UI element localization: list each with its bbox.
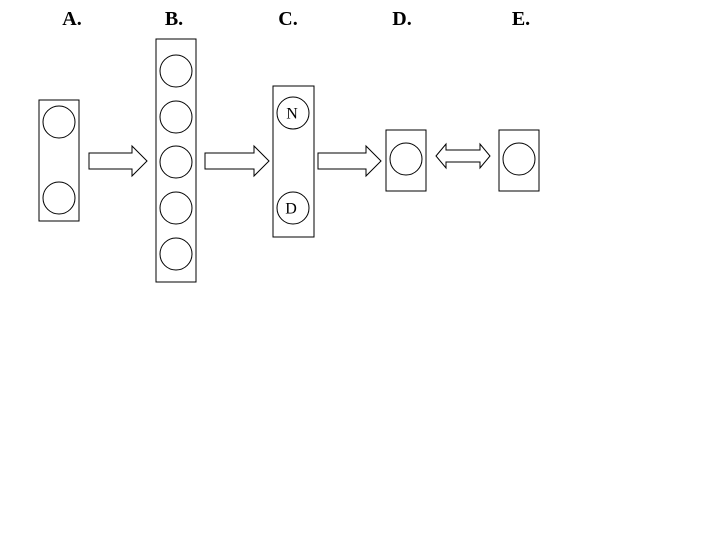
- panel-c-node-d-label: D: [285, 201, 297, 218]
- panel-b-node: [159, 145, 193, 179]
- panel-b: [155, 38, 197, 283]
- panel-d: [385, 129, 427, 192]
- panel-c-node-n-label: N: [286, 106, 298, 123]
- panel-label-d: D.: [392, 8, 411, 30]
- panel-b-node: [159, 237, 193, 271]
- panel-c-node-n: [276, 96, 310, 130]
- panel-c-node-d: [276, 191, 310, 225]
- panel-b-node: [159, 100, 193, 134]
- panel-label-a: A.: [62, 8, 81, 30]
- panel-e-node: [502, 142, 536, 176]
- panel-b-node: [159, 191, 193, 225]
- arrow-b-to-c: [204, 144, 270, 178]
- panel-label-c: C.: [278, 8, 297, 30]
- panel-d-node: [389, 142, 423, 176]
- panel-label-b: B.: [165, 8, 183, 30]
- panel-e: [498, 129, 540, 192]
- panel-c: N D: [272, 85, 315, 238]
- panel-b-node: [159, 54, 193, 88]
- panel-a: [38, 99, 80, 222]
- panel-a-node: [42, 105, 76, 139]
- arrow-a-to-b: [88, 144, 148, 178]
- panel-a-node: [42, 181, 76, 215]
- panel-label-e: E.: [512, 8, 530, 30]
- arrow-d-e-bidirectional: [435, 142, 491, 170]
- arrow-c-to-d: [317, 144, 382, 178]
